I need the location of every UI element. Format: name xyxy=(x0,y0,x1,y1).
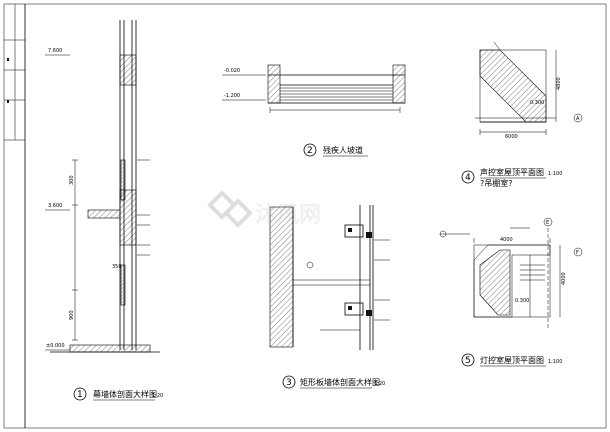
detail-4-roof-plan: 6000 4800 0.300 A 4 声控室屋顶平面图 1:100 ?吊棚室? xyxy=(461,41,583,188)
level-3600: 3.600 xyxy=(48,203,62,209)
detail-5-number: 5 xyxy=(465,356,471,366)
detail-1-number: 1 xyxy=(77,390,83,400)
dim-4800: 4800 xyxy=(556,77,562,90)
axis-f-circle xyxy=(573,247,583,257)
dim-900: 900 xyxy=(69,310,75,320)
level-minus-0020: -0.020 xyxy=(224,68,240,74)
detail-2-ramp: -0.020 -1.200 2 残疾人坡道 xyxy=(222,64,406,157)
detail-5-number-circle xyxy=(461,353,475,367)
detail-1-title: 幕墙体剖面大样图 xyxy=(93,389,157,399)
level-minus-1200: -1.200 xyxy=(224,93,240,99)
axis-f: F xyxy=(576,250,579,256)
detail-5-title: 灯控室屋顶平面图 xyxy=(480,355,544,365)
dim-6000: 6000 xyxy=(505,134,518,140)
detail-3-number: 3 xyxy=(286,378,292,388)
detail-4-number: 4 xyxy=(465,173,471,183)
axis-a-circle xyxy=(573,113,583,123)
detail-1-curtain-wall-section: 7.600 3.600 ±0.000 300 900 350 1 幕墙体剖面大样… xyxy=(45,20,163,401)
detail-3-scale: 1:20 xyxy=(374,381,385,387)
axis-a: A xyxy=(576,116,580,122)
detail-4-scale: 1:100 xyxy=(548,171,562,177)
detail-2-title: 残疾人坡道 xyxy=(323,145,363,155)
dim-350: 350 xyxy=(112,264,122,270)
level-000: ±0.000 xyxy=(46,343,65,349)
detail-2-number: 2 xyxy=(307,146,313,156)
sheet-border xyxy=(3,3,607,429)
detail-5-scale: 1:100 xyxy=(548,359,562,365)
detail-1-number-circle xyxy=(73,387,87,401)
detail-2-number-circle xyxy=(303,143,317,157)
slope-0300: 0.300 xyxy=(530,100,544,106)
detail-4-title: 声控室屋顶平面图 xyxy=(480,167,544,177)
axis-e-circle xyxy=(543,217,553,227)
axis-e: E xyxy=(546,220,549,226)
detail-3-panel-wall-section: 3 矩形板墙体剖面大样图 1:20 xyxy=(269,205,390,389)
detail-1-scale: 1:20 xyxy=(152,393,163,399)
detail-4-number-circle xyxy=(461,170,475,184)
detail-4-subtitle: ?吊棚室? xyxy=(480,178,513,188)
detail-5-roof-plan: 4000 4000 0.300 E F 5 灯控室屋顶平面图 1:100 xyxy=(439,217,583,367)
dim-4000-v: 4000 xyxy=(561,272,567,285)
detail-3-number-circle xyxy=(282,375,296,389)
dim-300: 300 xyxy=(69,175,75,185)
detail-3-title: 矩形板墙体剖面大样图 xyxy=(300,377,380,387)
watermark: 沐风网 xyxy=(207,190,321,228)
level-7600: 7.600 xyxy=(48,48,62,54)
slope-0300-d5: 0.300 xyxy=(515,298,529,304)
dim-4000-h: 4000 xyxy=(500,237,513,243)
watermark-text: 沐风网 xyxy=(255,203,321,228)
